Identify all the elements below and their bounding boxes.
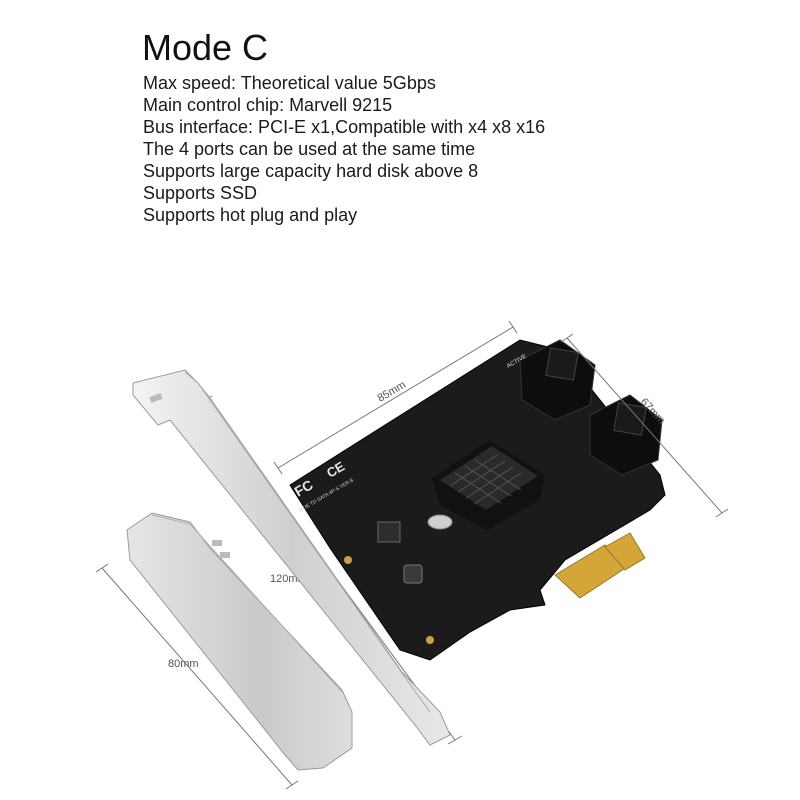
dimension-label-pcb-length: 85mm	[376, 379, 408, 405]
voltage-regulator	[377, 521, 401, 543]
product-photo: 120mm	[95, 320, 729, 790]
spec-item: Supports hot plug and play	[143, 205, 358, 225]
sata-port	[519, 339, 596, 421]
dimension-label-low-bracket: 80mm	[168, 658, 199, 670]
spec-item: Max speed: Theoretical value 5Gbps	[143, 73, 436, 93]
spec-list: Max speed: Theoretical value 5Gbps Main …	[143, 72, 545, 226]
inductor	[403, 564, 423, 584]
spec-item: The 4 ports can be used at the same time	[143, 139, 476, 159]
page-title: Mode C	[142, 27, 269, 68]
low-profile-bracket	[126, 512, 353, 771]
spec-item: Main control chip: Marvell 9215	[143, 95, 393, 115]
dimension-low-bracket: 80mm	[95, 563, 299, 790]
full-height-bracket	[132, 369, 451, 746]
mounting-hole	[344, 556, 352, 564]
sata-port	[589, 394, 663, 476]
crystal-oscillator	[427, 514, 453, 530]
spec-item: Bus interface: PCI-E x1,Compatible with …	[143, 117, 546, 137]
heatsink	[432, 440, 545, 530]
spec-item: Supports large capacity hard disk above …	[143, 161, 479, 181]
spec-item: Supports SSD	[143, 183, 258, 203]
pcie-card: FC CE PCIE TO SATA 4P-S VER B ACTIVE	[289, 339, 666, 661]
mounting-hole	[426, 636, 434, 644]
